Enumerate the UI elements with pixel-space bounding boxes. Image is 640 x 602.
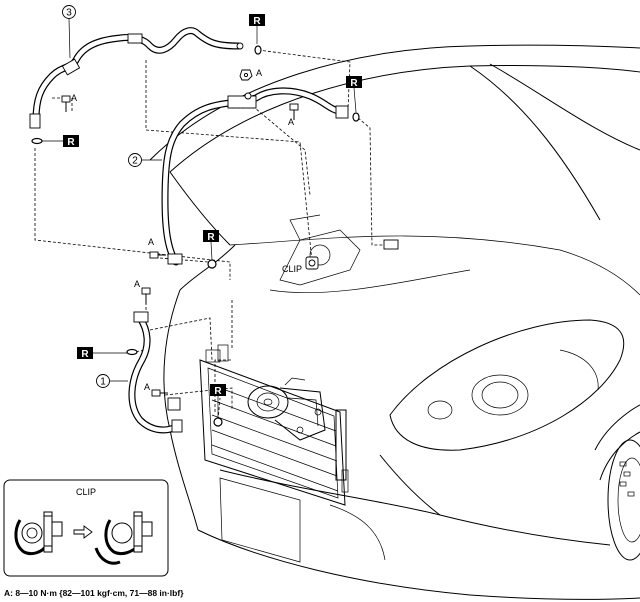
bolt-hose2-top bbox=[239, 69, 253, 81]
torque-label-a: A bbox=[288, 117, 294, 127]
ac-hose-1 bbox=[128, 311, 183, 434]
svg-text:R: R bbox=[253, 16, 261, 27]
clip-detail-inset: CLIP bbox=[3, 479, 169, 577]
callout-3-label: 3 bbox=[66, 8, 72, 19]
callout-2-label: 2 bbox=[132, 156, 138, 167]
torque-specification-note: A: 8—10 N·m {82—101 kgf·cm, 71—88 in·lbf… bbox=[4, 588, 184, 598]
replace-badge-2: R bbox=[346, 76, 362, 113]
clip-open bbox=[94, 511, 153, 565]
ac-compressor bbox=[247, 377, 326, 441]
callout-1-label: 1 bbox=[100, 377, 106, 388]
ac-hose-2 bbox=[161, 87, 349, 266]
svg-text:R: R bbox=[81, 349, 89, 360]
ac-hose-3 bbox=[29, 27, 244, 129]
bolt-hose1-lower bbox=[151, 389, 168, 397]
svg-text:R: R bbox=[67, 137, 75, 148]
torque-label-a: A bbox=[71, 93, 77, 103]
bolt-hose1-top bbox=[141, 287, 151, 304]
callout-2: 2 bbox=[128, 153, 162, 167]
replace-badge-6: R bbox=[210, 384, 226, 418]
torque-label-a: A bbox=[134, 279, 140, 289]
svg-text:R: R bbox=[207, 232, 215, 243]
clip-part bbox=[305, 239, 399, 270]
torque-label-a: A bbox=[144, 382, 150, 392]
callout-1: 1 bbox=[96, 374, 128, 388]
condenser bbox=[199, 344, 349, 506]
replace-badge-5: R bbox=[77, 347, 127, 360]
torque-label-a: A bbox=[148, 237, 154, 247]
vehicle-outline bbox=[149, 44, 640, 600]
clip-closed bbox=[14, 511, 63, 556]
clip-inset-title: CLIP bbox=[76, 487, 96, 497]
bolt-hose3 bbox=[61, 95, 71, 112]
bolt-hose2-lower bbox=[149, 251, 166, 259]
svg-text:R: R bbox=[214, 386, 222, 397]
bolt-hose2-mid bbox=[289, 103, 299, 120]
o-rings bbox=[31, 45, 360, 427]
replace-badge-1: R bbox=[249, 14, 265, 44]
torque-label-a: A bbox=[256, 68, 262, 78]
callout-3: 3 bbox=[62, 5, 76, 59]
replace-badge-4: R bbox=[203, 230, 219, 261]
replace-badge-3: R bbox=[42, 135, 79, 148]
bolts bbox=[61, 69, 299, 397]
clip-label: CLIP bbox=[282, 264, 302, 274]
arrow-right-icon bbox=[73, 525, 93, 539]
svg-text:R: R bbox=[350, 78, 358, 89]
